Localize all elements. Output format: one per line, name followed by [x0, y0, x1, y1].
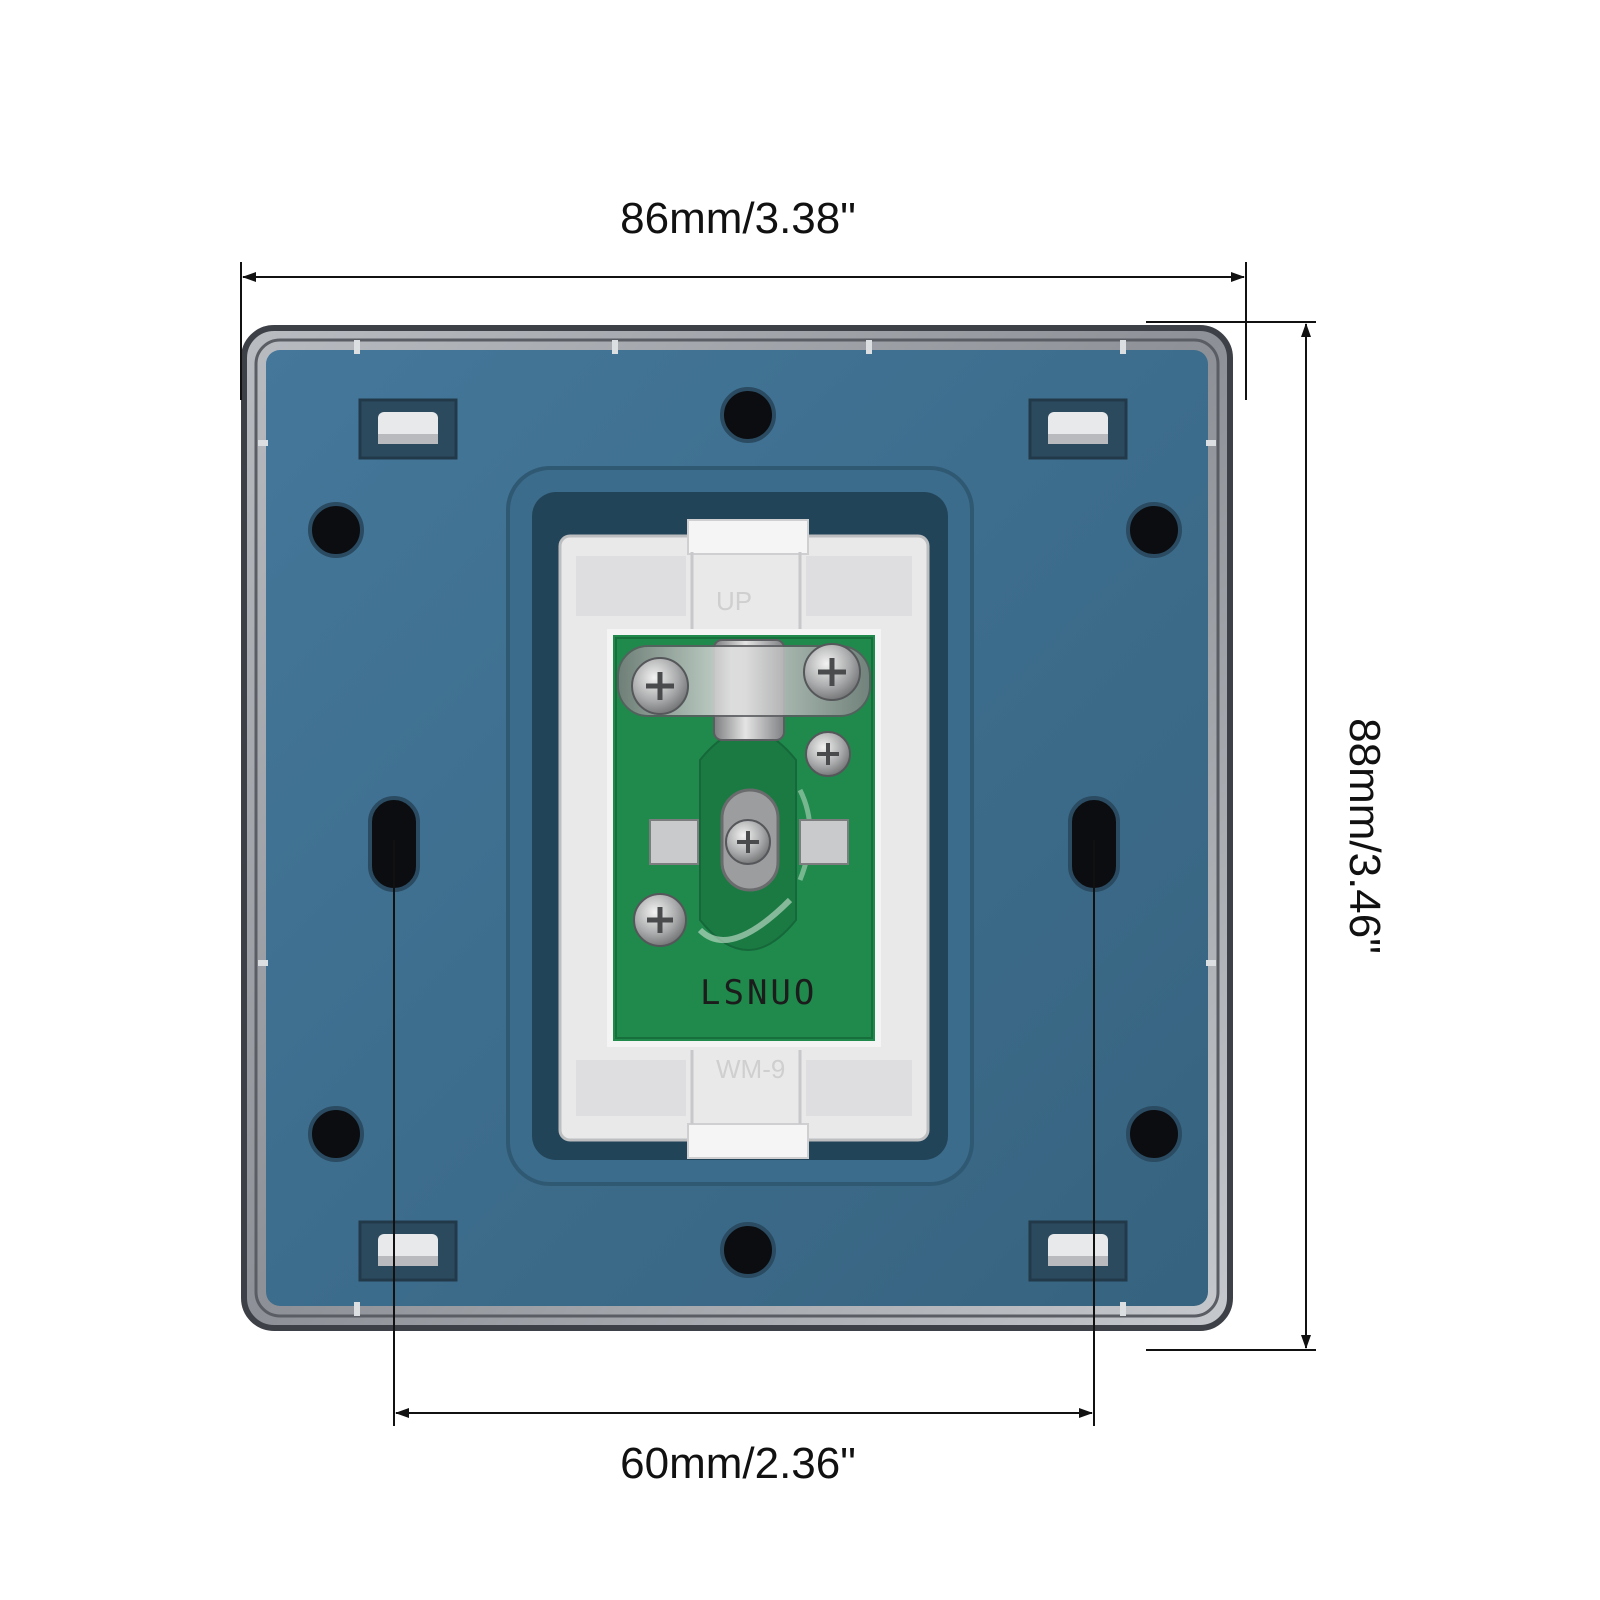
- mold-mark-bottom: WM-9: [716, 1054, 785, 1084]
- hole-right-upper: [1126, 502, 1182, 558]
- mounting-holes: [308, 387, 1182, 1278]
- pcb-brand-marking: LSNUO: [700, 973, 817, 1013]
- mold-mark-top: UP: [716, 586, 752, 616]
- hole-left-lower: [308, 1106, 364, 1162]
- corner-clip-bottom-left: [358, 1220, 458, 1282]
- hole-spacing-dimension: 60mm/2.36": [393, 840, 1095, 1488]
- hole-left-upper: [308, 502, 364, 558]
- corner-clip-top-right: [1028, 398, 1128, 460]
- hole-spacing-label: 60mm/2.36": [620, 1439, 856, 1488]
- width-label: 86mm/3.38": [620, 194, 856, 243]
- corner-clip-top-left: [358, 398, 458, 460]
- hole-right-lower: [1126, 1106, 1182, 1162]
- screw-icon: [631, 657, 689, 715]
- inner-frame-edge: [254, 338, 1220, 1318]
- hole-top-center: [720, 387, 776, 443]
- height-dimension: 88mm/3.46": [1146, 321, 1389, 1351]
- solder-pad-left: [649, 819, 699, 865]
- screw-icon: [725, 819, 771, 865]
- hole-bottom-center: [720, 1222, 776, 1278]
- tv-socket-module: UP WM-9: [558, 519, 930, 1159]
- width-dimension: 86mm/3.38": [240, 194, 1247, 400]
- height-label: 88mm/3.46": [1340, 718, 1389, 954]
- solder-pad-right: [799, 819, 849, 865]
- screws: [631, 643, 861, 947]
- frame-notches: [258, 340, 1216, 1316]
- screw-icon: [805, 731, 851, 777]
- screw-icon: [633, 893, 687, 947]
- corner-clip-bottom-right: [1028, 1220, 1128, 1282]
- screw-icon: [803, 643, 861, 701]
